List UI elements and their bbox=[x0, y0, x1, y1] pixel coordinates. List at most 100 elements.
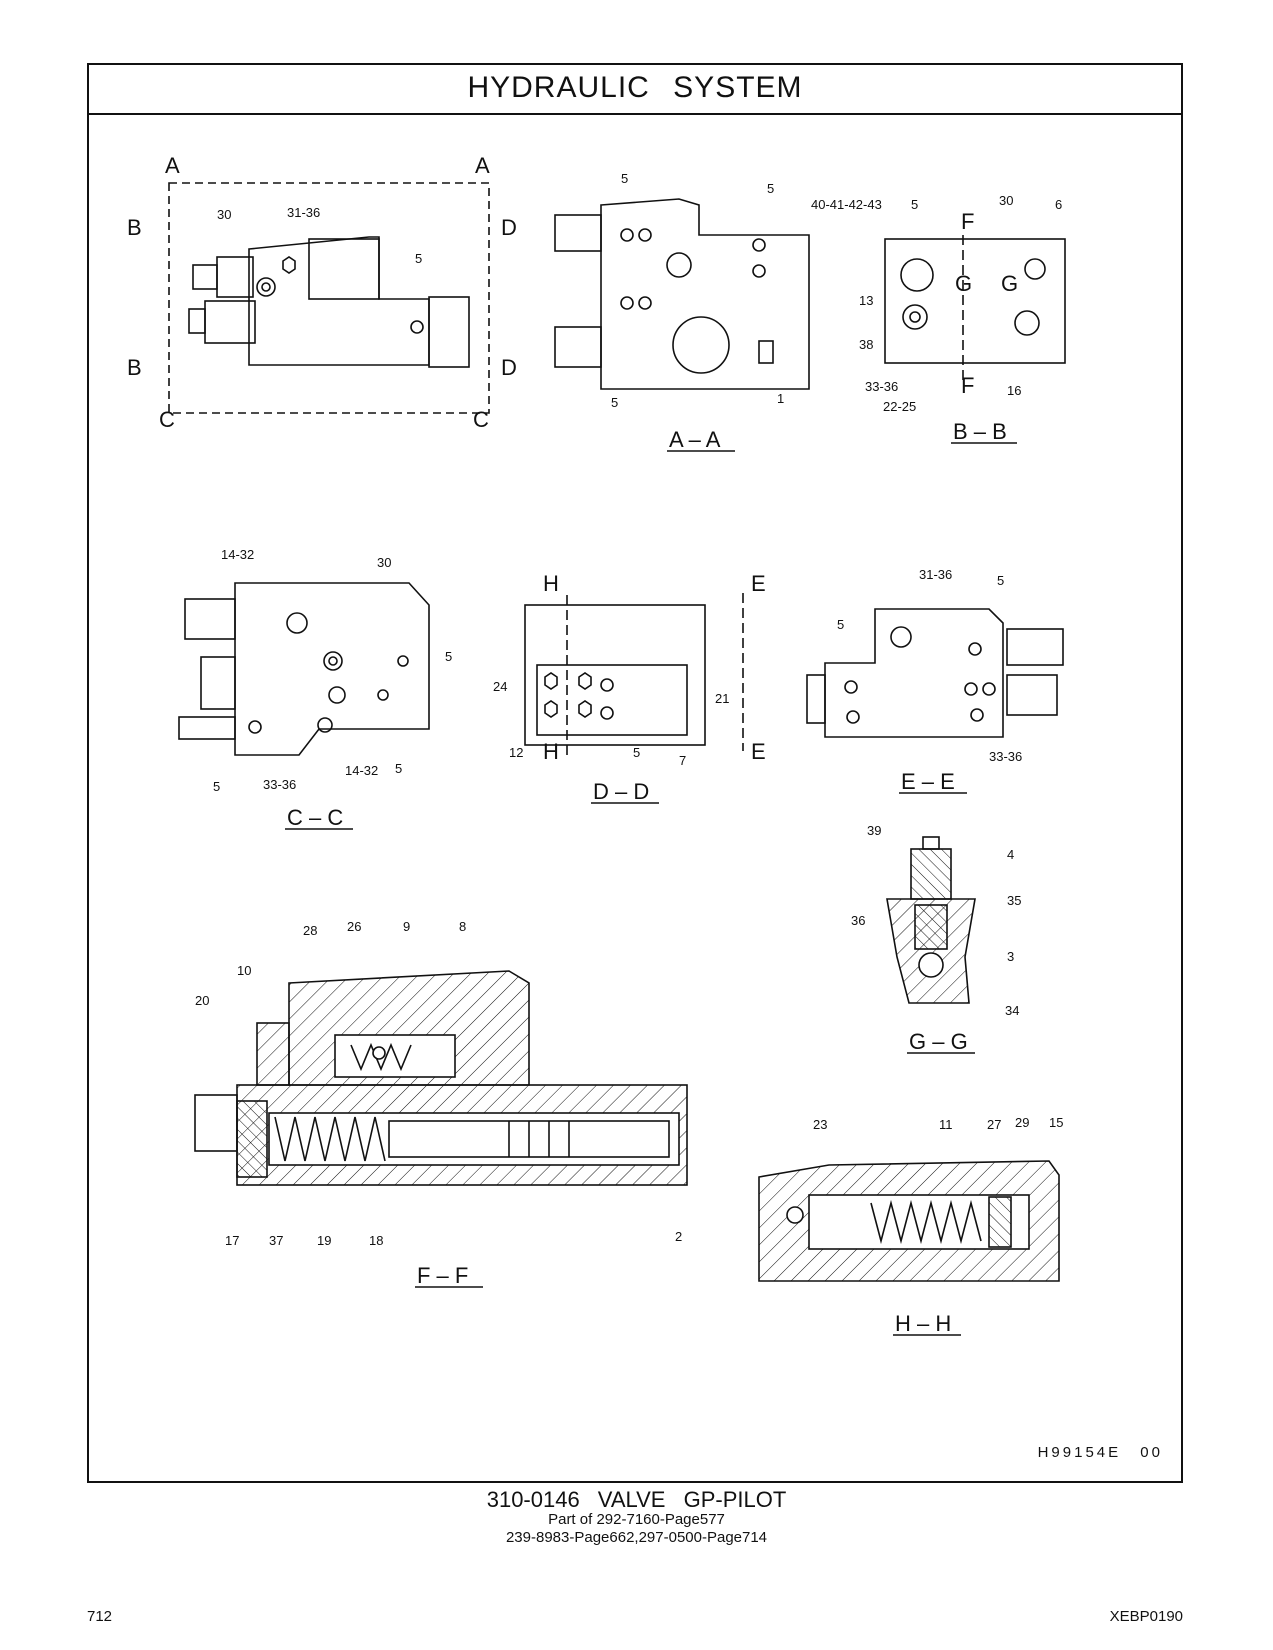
view-dd-text: H H E E 24 21 12 5 7 D – D bbox=[493, 571, 766, 804]
callout-bb-4: 6 bbox=[1055, 197, 1062, 212]
callout-bb-7: 33-36 bbox=[865, 379, 898, 394]
callout-cc-3: 5 bbox=[445, 649, 452, 664]
main-view bbox=[168, 182, 490, 414]
view-cc-drawing bbox=[178, 582, 430, 756]
port-plug bbox=[256, 277, 276, 297]
callout-aa-1: 5 bbox=[621, 171, 628, 186]
section-boundary bbox=[168, 182, 490, 414]
view-aa-text: 5 5 5 1 A – A bbox=[611, 171, 784, 452]
view-label-ee: E – E bbox=[901, 769, 955, 794]
parts-drawing: A A B B D D C C 30 31-36 5 5 5 5 bbox=[127, 153, 1066, 1336]
view-label-gg: G – G bbox=[909, 1029, 968, 1054]
page-number: 712 bbox=[87, 1608, 113, 1625]
callout-ff-3: 9 bbox=[403, 919, 410, 934]
mark-b-bottom: B bbox=[127, 355, 142, 380]
callout-dd-1: 24 bbox=[493, 679, 507, 694]
view-ff-text: 28 26 9 8 10 20 17 37 19 18 2 F – F bbox=[195, 919, 682, 1288]
callout-hh-4: 29 bbox=[1015, 1115, 1029, 1130]
callout-cc-4: 5 bbox=[213, 779, 220, 794]
callout-gg-2: 4 bbox=[1007, 847, 1014, 862]
callout-hh-2: 11 bbox=[939, 1117, 953, 1132]
view-bb-drawing bbox=[884, 235, 1066, 385]
solenoid-lower bbox=[204, 300, 256, 344]
caption-line-2: Part of 292-7160-Page577 bbox=[548, 1511, 725, 1528]
spring bbox=[274, 1116, 386, 1162]
callout-ff-4: 8 bbox=[459, 919, 466, 934]
callout-ee-3: 5 bbox=[837, 617, 844, 632]
view-hh-text: 23 11 27 29 15 H – H bbox=[813, 1115, 1063, 1336]
drawing-code: H99154E 00 bbox=[1037, 1444, 1163, 1461]
callout-aa-3: 5 bbox=[611, 395, 618, 410]
mark-e-bottom: E bbox=[751, 739, 766, 764]
page-title: HYDRAULIC SYSTEM bbox=[467, 71, 803, 104]
mark-f-top: F bbox=[961, 209, 974, 234]
valve-body bbox=[524, 604, 706, 746]
upper-block bbox=[308, 238, 380, 300]
callout-hh-5: 15 bbox=[1049, 1115, 1063, 1130]
valve-body bbox=[884, 238, 1066, 364]
mark-d-bottom: D bbox=[501, 355, 517, 380]
valve-body bbox=[824, 608, 1004, 738]
callout-ff-9: 19 bbox=[317, 1233, 331, 1248]
valve-body bbox=[600, 198, 810, 390]
callout-gg-4: 36 bbox=[851, 913, 865, 928]
mark-g-right: G bbox=[1001, 271, 1018, 296]
view-ee-text: 31-36 5 5 33-36 E – E bbox=[837, 567, 1022, 794]
view-cc-text: 14-32 30 5 5 33-36 14-32 5 C – C bbox=[213, 547, 452, 830]
mark-h-top: H bbox=[543, 571, 559, 596]
callout-gg-6: 34 bbox=[1005, 1003, 1019, 1018]
callout-ff-2: 26 bbox=[347, 919, 361, 934]
document-code: XEBP0190 bbox=[1109, 1608, 1183, 1625]
callout-dd-5: 7 bbox=[679, 753, 686, 768]
view-label-dd: D – D bbox=[593, 779, 649, 804]
title-bar: HYDRAULIC SYSTEM bbox=[89, 65, 1181, 115]
mark-g-left: G bbox=[955, 271, 972, 296]
callout-main-3: 5 bbox=[415, 251, 422, 266]
callout-cc-6: 14-32 bbox=[345, 763, 378, 778]
valve-body bbox=[234, 582, 430, 756]
callout-dd-4: 5 bbox=[633, 745, 640, 760]
mark-c-left: C bbox=[159, 407, 175, 432]
callout-ff-1: 28 bbox=[303, 923, 317, 938]
callout-bb-3: 30 bbox=[999, 193, 1013, 208]
callout-bb-1: 40-41-42-43 bbox=[811, 197, 882, 212]
mark-a-right: A bbox=[475, 153, 490, 178]
solenoid-lower bbox=[554, 326, 602, 368]
view-label-cc: C – C bbox=[287, 805, 343, 830]
callout-gg-1: 39 bbox=[867, 823, 881, 838]
callout-bb-6: 38 bbox=[859, 337, 873, 352]
view-label-bb: B – B bbox=[953, 419, 1007, 444]
view-ee-drawing bbox=[806, 608, 1064, 738]
mark-d-top: D bbox=[501, 215, 517, 240]
callout-ee-4: 33-36 bbox=[989, 749, 1022, 764]
view-gg-text: 39 4 35 36 3 34 G – G bbox=[851, 823, 1021, 1054]
caption-title: 310-0146 VALVE GP-PILOT bbox=[486, 1487, 787, 1512]
callout-bb-2: 5 bbox=[911, 197, 918, 212]
callout-aa-2: 5 bbox=[767, 181, 774, 196]
callout-bb-5: 13 bbox=[859, 293, 873, 308]
callout-cc-1: 14-32 bbox=[221, 547, 254, 562]
callout-hh-1: 23 bbox=[813, 1117, 827, 1132]
solenoid-upper bbox=[216, 256, 254, 298]
view-gg-drawing bbox=[886, 836, 976, 1004]
view-label-aa: A – A bbox=[669, 427, 721, 452]
callout-ff-7: 17 bbox=[225, 1233, 239, 1248]
main-marks: A A B B D D C C 30 31-36 5 bbox=[127, 153, 517, 432]
callout-hh-3: 27 bbox=[987, 1117, 1001, 1132]
callout-ff-8: 37 bbox=[269, 1233, 283, 1248]
callout-cc-7: 5 bbox=[395, 761, 402, 776]
mark-c-right: C bbox=[473, 407, 489, 432]
spring bbox=[870, 1199, 982, 1245]
callout-gg-5: 3 bbox=[1007, 949, 1014, 964]
view-label-hh: H – H bbox=[895, 1311, 951, 1336]
callout-dd-2: 21 bbox=[715, 691, 729, 706]
drawing-frame: HYDRAULIC SYSTEM A bbox=[87, 63, 1183, 1483]
callout-ff-10: 18 bbox=[369, 1233, 383, 1248]
view-ff-drawing bbox=[194, 970, 688, 1186]
mark-h-bottom: H bbox=[543, 739, 559, 764]
view-dd-drawing bbox=[524, 593, 744, 755]
mark-e-top: E bbox=[751, 571, 766, 596]
mark-f-bottom: F bbox=[961, 373, 974, 398]
callout-ff-6: 20 bbox=[195, 993, 209, 1008]
cover-plate bbox=[672, 316, 730, 374]
